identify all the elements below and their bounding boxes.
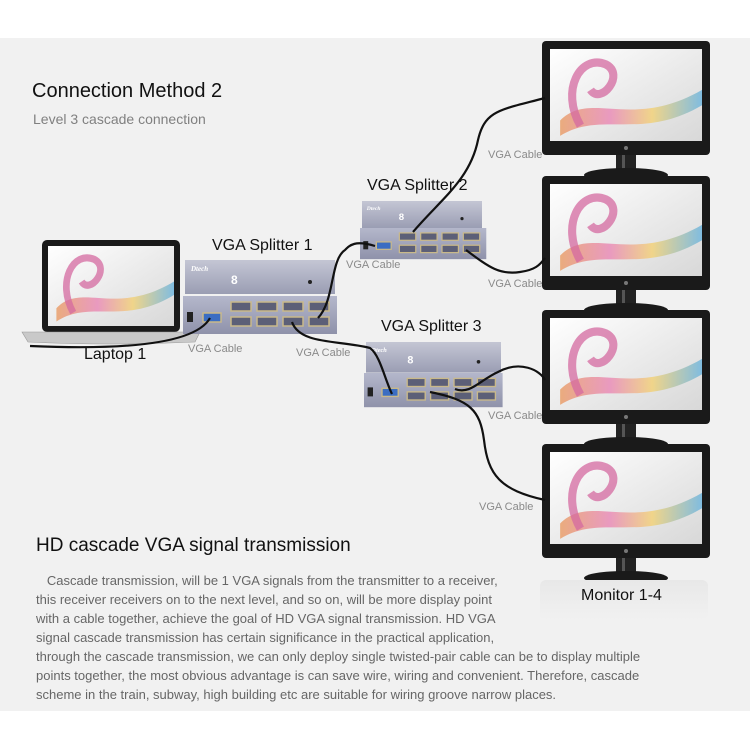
cable-label-monitor2: VGA Cable: [488, 278, 543, 290]
monitors-label: Monitor 1-4: [581, 587, 662, 604]
description-line: this receiver receivers on to the next l…: [36, 592, 492, 607]
monitor-reflection: [540, 580, 708, 620]
cable-label-laptop: VGA Cable: [188, 343, 243, 355]
splitter-2-label: VGA Splitter 2: [367, 177, 468, 194]
description-line: scheme in the train, subway, high buildi…: [36, 687, 557, 702]
section-title: HD cascade VGA signal transmission: [36, 535, 351, 556]
description-line: through the cascade transmission, we can…: [36, 649, 641, 664]
page-subtitle: Level 3 cascade connection: [33, 111, 206, 127]
laptop-label: Laptop 1: [84, 346, 147, 363]
description-line: signal cascade transmission has certain …: [36, 630, 495, 645]
description-line: with a cable together, achieve the goal …: [36, 611, 496, 626]
description-line: Cascade transmission, will be 1 VGA sign…: [36, 573, 498, 588]
page-title: Connection Method 2: [32, 80, 223, 102]
cable-label-monitor4: VGA Cable: [479, 501, 534, 513]
description-text: Cascade transmission, will be 1 VGA sign…: [36, 571, 640, 704]
splitter-3-label: VGA Splitter 3: [381, 318, 482, 335]
cable-label-splitter1-out: VGA Cable: [296, 347, 351, 359]
description-line: points together, the most obvious advant…: [36, 668, 640, 683]
cable-label-monitor1: VGA Cable: [488, 149, 543, 161]
splitter-1-label: VGA Splitter 1: [212, 237, 313, 254]
cable-label-splitter2-in: VGA Cable: [346, 259, 401, 271]
cable-label-monitor3: VGA Cable: [488, 410, 543, 422]
